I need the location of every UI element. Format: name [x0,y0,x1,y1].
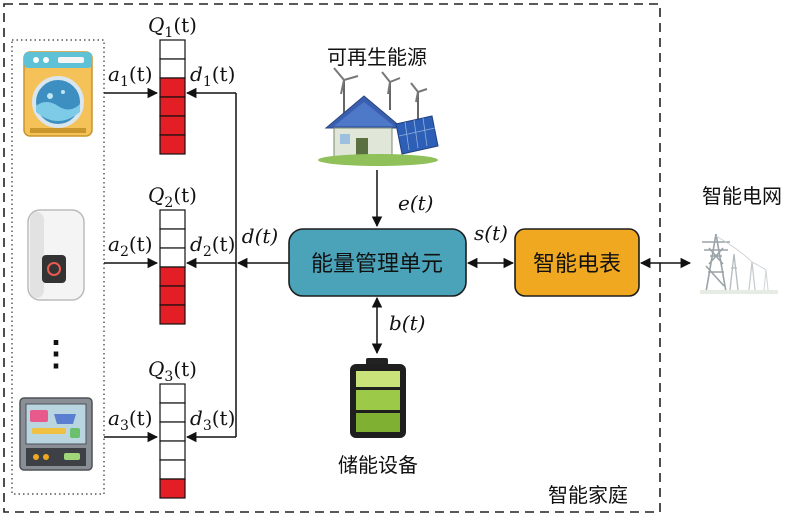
smart-home-boundary [3,3,661,513]
more-appliances-ellipsis: ⋮ [39,334,73,374]
energy-management-unit-label: 能量管理单元 [311,252,443,277]
queue-name-label: Q2(t) [148,183,197,211]
power-tower-icon [700,233,778,294]
queue-slot [159,77,186,98]
appliance-group-boundary [11,39,105,495]
d-signal-label: d(t) [242,224,278,248]
queue-slot [159,209,186,230]
dishwasher-icon [19,397,93,471]
queue-slot [159,478,186,499]
s-signal-label: s(t) [474,221,508,245]
queue-slot [159,39,186,60]
queue-slot [159,228,186,249]
queue-slot [159,285,186,306]
renewable-label: 可再生能源 [327,45,427,69]
energy-management-unit-box [288,228,467,297]
queue-slot [159,134,186,155]
queue-slot [159,440,186,461]
queue-slot [159,402,186,423]
arrival-label: a3(t) [108,406,153,434]
queue-name-label: Q3(t) [148,357,197,385]
queue-slot [159,247,186,268]
water-heater-icon [27,209,85,301]
renewable-house-icon [318,67,439,166]
queue-slot [159,383,186,404]
smart-meter-label: 智能电表 [533,252,621,277]
queue-slot [159,266,186,287]
smart-meter-box [514,228,640,297]
e-signal-label: e(t) [398,191,433,215]
washing-machine-icon [23,51,93,137]
b-signal-label: b(t) [389,311,425,335]
queue-slot [159,58,186,79]
arrival-label: a2(t) [108,232,153,260]
queue-group: Q1(t) a1(t) d1(t) Q2(t) a2(t) d2(t) Q3(t) a3(t)… [108,13,235,499]
smart-grid-label: 智能电网 [702,184,782,208]
queue-slot [159,304,186,325]
departure-label: d2(t) [190,232,235,260]
smart-home-label: 智能家庭 [548,483,628,507]
arrival-label: a1(t) [108,62,153,90]
queue-slot [159,421,186,442]
queue-slot [159,96,186,117]
departure-label: d3(t) [190,406,235,434]
queue-slot [159,459,186,480]
queue-name-label: Q1(t) [148,13,197,41]
departure-label: d1(t) [190,62,235,90]
queue-slot [159,115,186,136]
storage-label: 储能设备 [338,453,418,477]
battery-icon [350,358,406,438]
